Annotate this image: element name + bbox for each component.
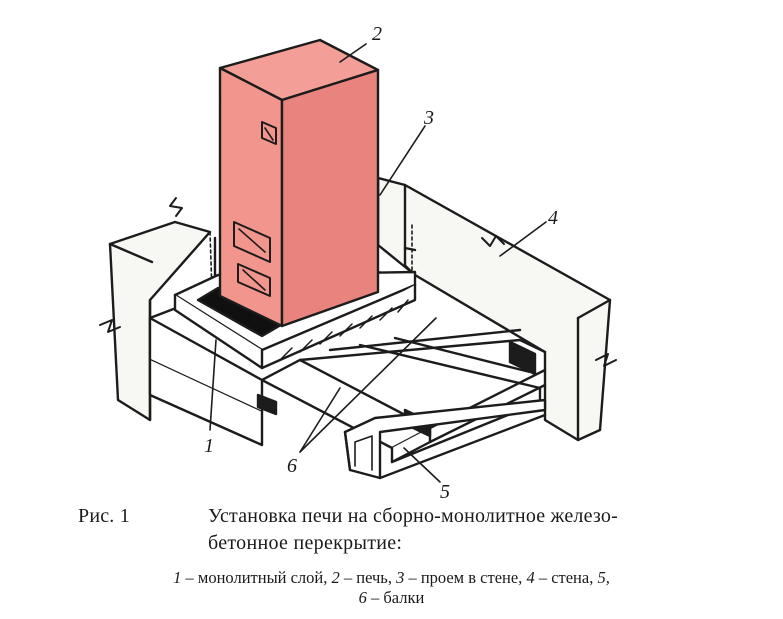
caption-title-text-1: Установка печи на сборно-монолитное желе… — [208, 505, 618, 527]
callout-5: 5 — [440, 481, 450, 500]
legend-num-5: 5, — [597, 568, 610, 587]
legend-text-2: – печь, — [339, 568, 397, 587]
callout-1: 1 — [204, 435, 214, 457]
legend-text-1: – монолитный слой, — [181, 568, 332, 587]
figure-number: Рис. 1 — [78, 505, 130, 527]
caption-title-line-1: Рис. 1 Установка печи на сборно-монолитно… — [78, 505, 618, 528]
caption-title-line-2: бетонное перекрытие: — [208, 532, 403, 554]
channel-beam — [343, 398, 547, 480]
right-wall — [376, 176, 617, 442]
legend-num-6: 6 — [358, 588, 367, 607]
callout-2: 2 — [372, 23, 382, 45]
legend-text-3: – проем в стене, — [404, 568, 527, 587]
stove-installation-diagram: 1 2 3 4 5 6 — [99, 23, 617, 500]
legend-line-1: 1 – монолитный слой, 2 – печь, 3 – проем… — [0, 568, 783, 588]
callout-6: 6 — [287, 455, 297, 477]
legend-line-2: 6 – балки — [0, 588, 783, 608]
stove — [218, 38, 380, 328]
callout-4: 4 — [548, 207, 558, 229]
legend-num-3: 3 — [396, 568, 405, 587]
legend-num-4: 4 — [526, 568, 535, 587]
leader-lines — [209, 43, 547, 483]
legend-num-2: 2 — [331, 568, 340, 587]
legend-text-4: – стена, — [534, 568, 598, 587]
callout-3: 3 — [423, 107, 434, 129]
legend-text-6: – балки — [366, 588, 425, 607]
legend-num-1: 1 — [173, 568, 182, 587]
